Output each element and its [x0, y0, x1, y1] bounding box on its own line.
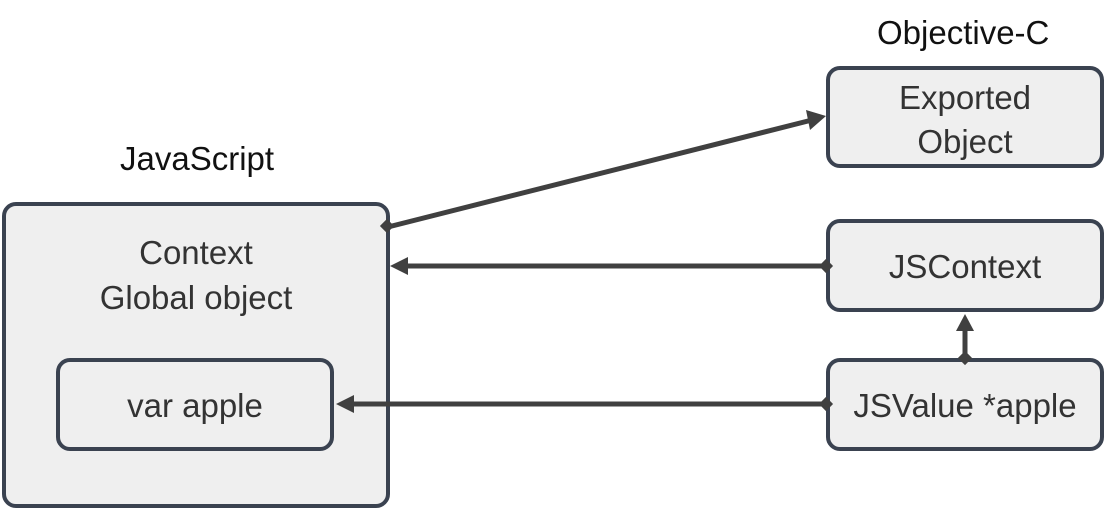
- jscontext-box: JSContext: [826, 219, 1104, 312]
- arrow-context-to-exported-object: [379, 110, 826, 234]
- context-subtitle: Global object: [99, 279, 293, 316]
- jsvalue-box: JSValue *apple: [826, 358, 1104, 451]
- context-title: Context: [139, 234, 253, 271]
- var-apple-box: var apple: [56, 358, 334, 451]
- arrow-jsvalue-to-var-apple: [336, 395, 834, 413]
- arrow-jsvalue-to-jscontext: [956, 314, 974, 366]
- exported-object-line1: Exported: [898, 79, 1032, 116]
- arrow-jscontext-to-context: [390, 257, 834, 275]
- context-box: Context Global object: [2, 202, 390, 508]
- exported-object-box: Exported Object: [826, 66, 1104, 168]
- var-apple-label: var apple: [127, 387, 263, 424]
- objective-c-label: Objective-C: [877, 14, 1050, 51]
- javascript-label: JavaScript: [120, 140, 275, 177]
- jscontext-label: JSContext: [888, 248, 1042, 285]
- jsvalue-label: JSValue *apple: [853, 387, 1077, 424]
- exported-object-line2: Object: [917, 123, 1013, 160]
